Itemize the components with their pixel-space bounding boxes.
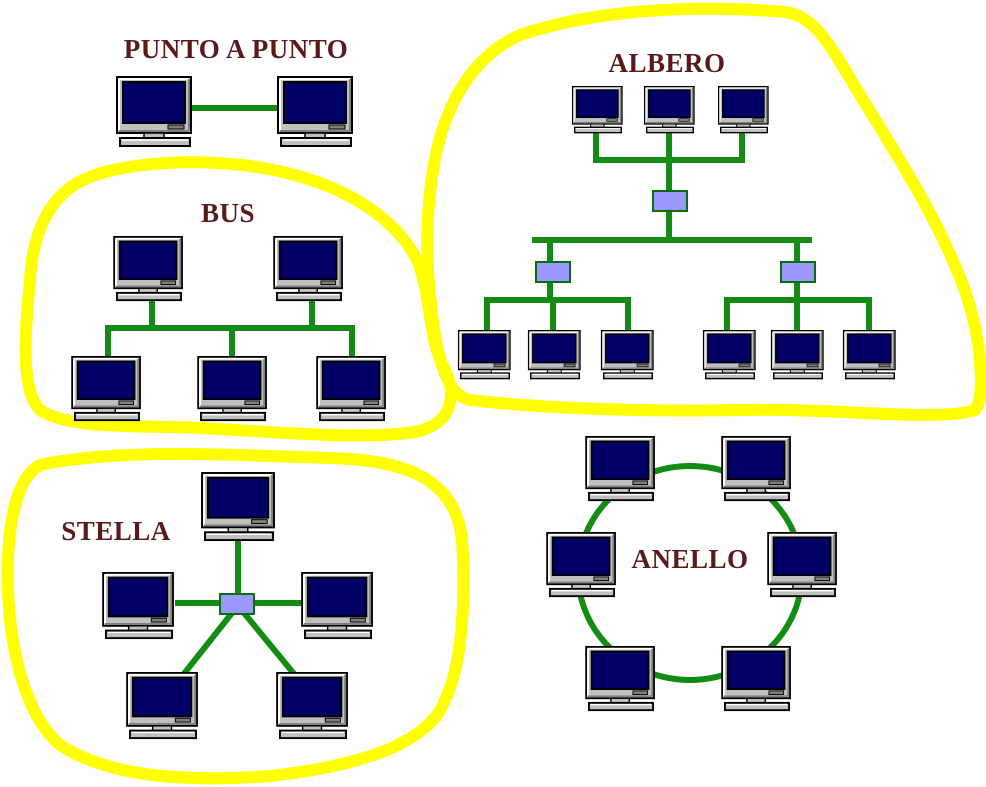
star-computer-icon — [201, 471, 275, 542]
tree-computer-icon — [702, 329, 756, 380]
point-to-point-computer-right-icon — [277, 76, 353, 147]
star-highlight-outline — [1, 448, 470, 785]
tree-computer-icon — [527, 329, 581, 380]
tree-computer-icon — [457, 329, 511, 380]
ring-computer-icon — [721, 435, 791, 502]
tree-root-hub-icon — [652, 190, 688, 212]
tree-computer-icon — [600, 329, 654, 380]
star-title: STELLA — [61, 516, 171, 546]
ring-computer-icon — [585, 645, 655, 712]
ring-computer-icon — [721, 645, 791, 712]
ring-computer-icon — [767, 531, 837, 598]
tree-title: ALBERO — [608, 48, 725, 78]
ring-title: ANELLO — [631, 544, 748, 574]
point-to-point-title: PUNTO A PUNTO — [124, 34, 349, 64]
star-computer-icon — [126, 671, 198, 740]
ring-computer-icon — [585, 435, 655, 502]
point-to-point-computer-left-icon — [116, 76, 192, 147]
tree-computer-icon — [717, 85, 769, 134]
tree-left-hub-icon — [535, 261, 571, 283]
tree-highlight-outline — [421, 2, 986, 421]
tree-right-hub-icon — [780, 261, 816, 283]
bus-title: BUS — [201, 198, 255, 228]
tree-computer-icon — [842, 329, 896, 380]
star-computer-icon — [102, 571, 174, 640]
star-computer-icon — [276, 671, 348, 740]
tree-computer-icon — [770, 329, 824, 380]
bus-computer-icon — [316, 355, 386, 422]
bus-computer-icon — [273, 235, 343, 302]
bus-computer-icon — [71, 355, 141, 422]
tree-computer-icon — [571, 85, 623, 134]
bus-computer-icon — [113, 235, 183, 302]
star-cable — [241, 611, 298, 677]
star-computer-icon — [301, 571, 373, 640]
bus-highlight-outline — [19, 156, 457, 442]
tree-computer-icon — [643, 85, 695, 134]
star-hub-icon — [219, 593, 255, 615]
star-cable — [180, 611, 235, 677]
ring-computer-icon — [546, 531, 616, 598]
bus-computer-icon — [197, 355, 267, 422]
